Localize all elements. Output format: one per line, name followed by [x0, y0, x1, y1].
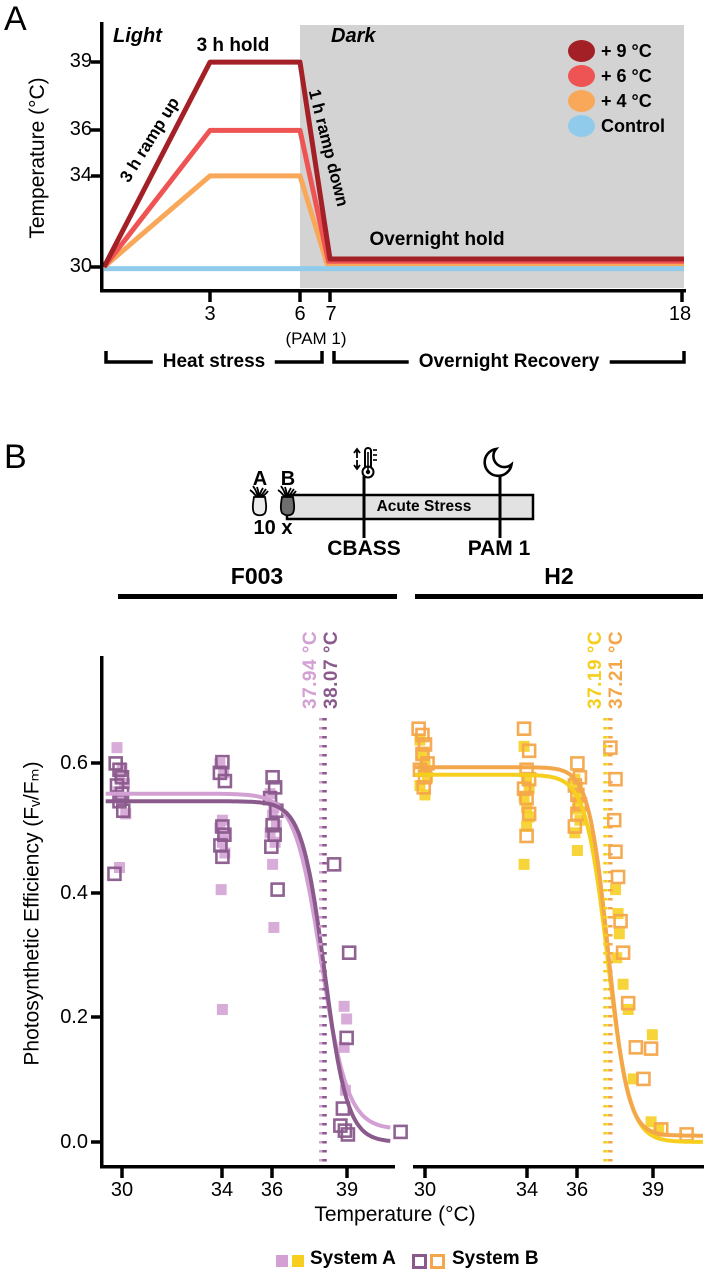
- panel-b-x-tick-marks: [120, 1168, 655, 1178]
- x-tick-label: 18: [668, 303, 692, 325]
- ramp-arrows-icon: [353, 447, 361, 471]
- x-tick-label: 30: [110, 1179, 134, 1201]
- legend-label-9c: + 9 °C: [601, 41, 652, 61]
- coral-b-icon: [277, 485, 297, 517]
- tank-b-label: B: [280, 468, 296, 490]
- y-tick-label: 0.6: [60, 752, 88, 774]
- system-b-h2-swatch: [430, 1254, 445, 1269]
- overnight-hold-annotation: Overnight hold: [369, 229, 505, 250]
- system-a-f003-swatch: [276, 1255, 288, 1267]
- f003-x-axis: [100, 1165, 395, 1169]
- f003-title-rule: [118, 594, 397, 599]
- panel-a-y-tick-marks: [91, 60, 100, 269]
- thermometer-icon: [353, 447, 377, 479]
- panel-a-x-axis: [100, 289, 686, 293]
- cbass-label: CBASS: [327, 537, 401, 560]
- coral-a-icon: [249, 485, 269, 517]
- y-tick-label: 36: [69, 118, 92, 140]
- y-tick-label: 39: [69, 50, 92, 72]
- pam1-label: PAM 1: [467, 537, 531, 560]
- legend-swatch-6c: [568, 65, 595, 87]
- legend-label-4c: + 4 °C: [601, 91, 652, 111]
- tank-a-label: A: [252, 468, 268, 490]
- heat-stress-bracket-label: Heat stress: [152, 351, 276, 373]
- panel-b-y-axis: [100, 656, 104, 1168]
- panel-a-letter: A: [4, 0, 27, 38]
- y-tick-label: 0.0: [60, 1131, 88, 1153]
- hold-annotation: 3 h hold: [196, 35, 270, 56]
- legend-label-control: Control: [601, 116, 665, 136]
- system-a-legend-label: System A: [310, 1248, 396, 1269]
- f003-ed50-system-b: 38.07 °C: [321, 630, 342, 709]
- dose-response-plot: [105, 718, 703, 1162]
- pam1-axis-note: (PAM 1): [285, 329, 347, 348]
- h2-x-axis: [413, 1165, 704, 1169]
- h2-ed50-system-a: 37.19 °C: [585, 630, 606, 709]
- h2-title: H2: [544, 563, 574, 589]
- temperature-profile-lines: [101, 59, 684, 272]
- x-tick-label: 34: [515, 1179, 539, 1201]
- acute-stress-label: Acute Stress: [376, 498, 472, 515]
- panel-b-y-axis-title: Photosynthetic Efficiency (Fᵥ/Fₘ): [20, 761, 44, 1066]
- x-tick-label: 6: [294, 303, 306, 325]
- f003-title: F003: [230, 563, 284, 589]
- h2-title-rule: [415, 594, 703, 599]
- x-tick-label: 36: [260, 1179, 284, 1201]
- x-tick-label: 36: [565, 1179, 589, 1201]
- x-tick-label: 39: [335, 1179, 359, 1201]
- system-a-h2-swatch: [292, 1255, 304, 1267]
- x-tick-label: 3: [204, 303, 216, 325]
- legend-swatch-9c: [568, 40, 595, 62]
- legend-label-6c: + 6 °C: [601, 66, 652, 86]
- legend-swatch-4c: [568, 90, 595, 112]
- experiment-schematic: [249, 447, 535, 538]
- f003-ed50-system-a: 37.94 °C: [300, 630, 321, 709]
- dark-region: [300, 25, 684, 288]
- x-tick-label: 34: [210, 1179, 234, 1201]
- acute-stress-bar: [285, 493, 535, 521]
- panel-a-y-axis: [100, 22, 104, 292]
- x-tick-label: 30: [413, 1179, 437, 1201]
- moon-icon: [483, 447, 514, 478]
- system-b-f003-swatch: [412, 1254, 427, 1269]
- system-b-legend-label: System B: [452, 1248, 539, 1269]
- y-tick-label: 0.4: [60, 882, 88, 904]
- y-tick-label: 30: [69, 255, 92, 277]
- panel-b-x-axis-title: Temperature (°C): [314, 1203, 476, 1226]
- x-tick-label: 39: [641, 1179, 665, 1201]
- dark-region-label: Dark: [331, 25, 376, 47]
- overnight-recovery-bracket-label: Overnight Recovery: [408, 351, 610, 373]
- panel-a-x-tick-marks: [208, 292, 684, 302]
- y-tick-label: 0.2: [60, 1006, 88, 1028]
- panel-b-y-tick-marks: [91, 761, 100, 1144]
- replicates-label: 10 x: [253, 517, 293, 539]
- light-region-label: Light: [113, 25, 162, 47]
- panel-b-letter: B: [4, 438, 27, 476]
- h2-ed50-system-b: 37.21 °C: [606, 630, 627, 709]
- legend-swatch-control: [568, 115, 595, 137]
- y-tick-label: 34: [69, 164, 92, 186]
- x-tick-label: 7: [325, 303, 337, 325]
